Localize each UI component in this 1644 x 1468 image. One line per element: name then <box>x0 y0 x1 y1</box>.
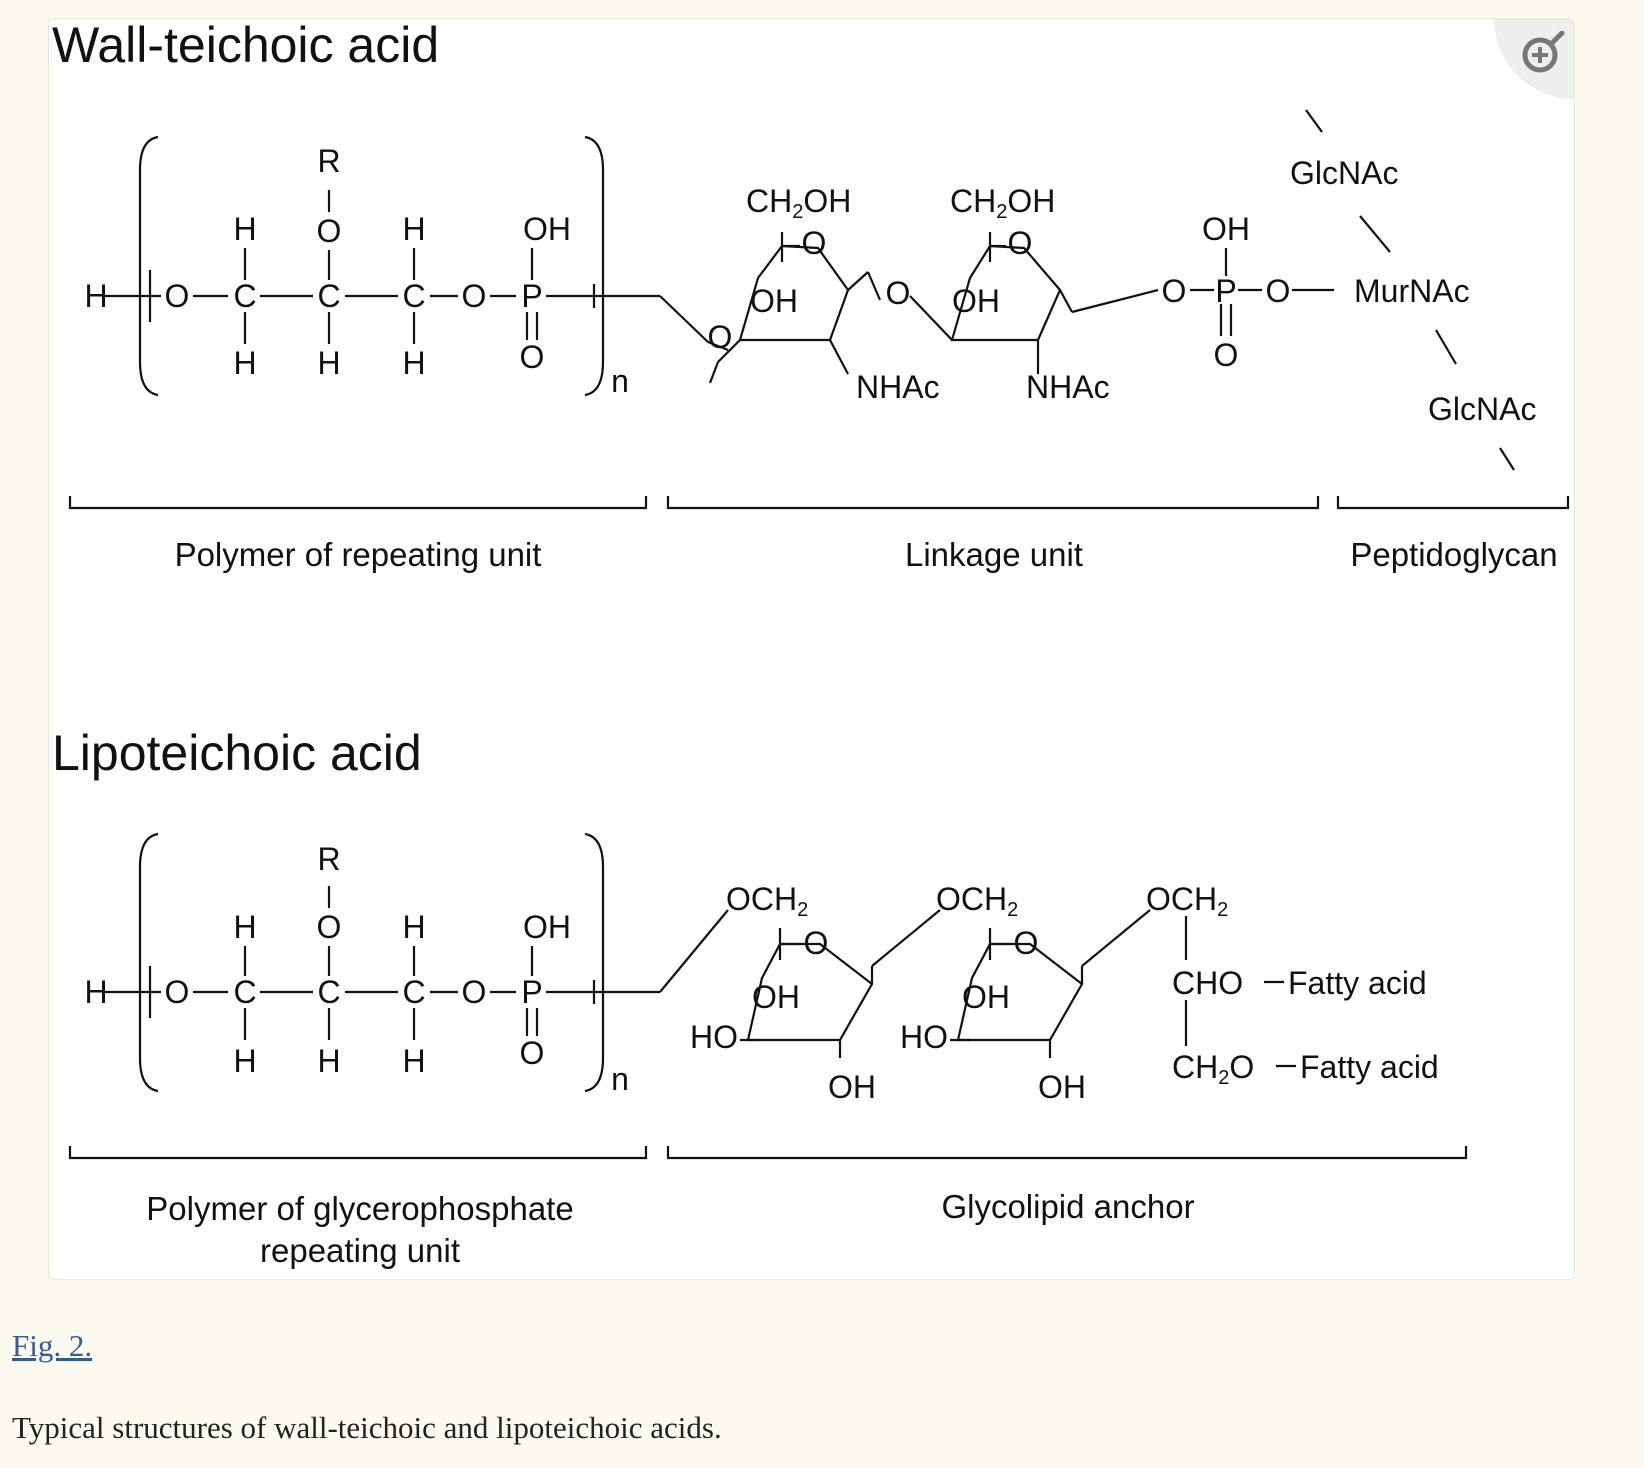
wta-ring1-o: O <box>802 225 827 261</box>
wta-bridge-o: O <box>886 275 911 311</box>
zoom-in-icon <box>1522 31 1565 73</box>
wta-glyco-o: O <box>708 319 733 355</box>
figure-image <box>48 18 1575 1280</box>
wta-section-linkage: Linkage unit <box>905 536 1083 573</box>
lta-c1: C <box>233 974 256 1010</box>
wta-section-polymer: Polymer of repeating unit <box>175 536 542 573</box>
lta-section-labels: Polymer of glycerophosphate repeating un… <box>146 1188 1194 1269</box>
wta-o-dbl: O <box>520 339 545 375</box>
wta-c2: C <box>317 278 340 314</box>
lta-o1: O <box>165 974 190 1010</box>
lta-fatty-acid-1: Fatty acid <box>1288 965 1427 1001</box>
wta-section-peptidoglycan: Peptidoglycan <box>1350 536 1557 573</box>
lta-ring2-ho: HO <box>900 1019 948 1055</box>
wta-o2: O <box>462 278 487 314</box>
lta-ch2o: CH2O <box>1172 1049 1254 1089</box>
wta-h2-bot: H <box>317 345 340 381</box>
lta-p: P <box>521 974 542 1010</box>
wta-phos-p: P <box>1215 273 1236 309</box>
lta-h3-top: H <box>402 909 425 945</box>
wta-r: R <box>317 143 340 179</box>
wta-c1: C <box>233 278 256 314</box>
lta-section-polymer-line2: repeating unit <box>260 1232 460 1269</box>
lta-section-polymer: Polymer of glycerophosphate <box>146 1190 573 1227</box>
wta-phos-o1: O <box>1162 273 1187 309</box>
lta-h2-bot: H <box>317 1043 340 1079</box>
lta-c2: C <box>317 974 340 1010</box>
wta-title: Wall-teichoic acid <box>52 17 439 73</box>
wta-glcnac-1: GlcNAc <box>1290 155 1398 191</box>
wta-p: P <box>521 278 542 314</box>
lta-ring2-oh-bot: OH <box>1038 1069 1086 1105</box>
wta-h-start: H <box>84 278 107 314</box>
lta-o-dbl: O <box>520 1035 545 1071</box>
lta-och2-2: OCH2 <box>936 881 1018 921</box>
wta-h1-top: H <box>233 211 256 247</box>
lta-och2-1: OCH2 <box>726 881 808 921</box>
wta-ring2-o: O <box>1008 225 1033 261</box>
wta-phos-o-dbl: O <box>1214 337 1239 373</box>
wta-nhac-1: NHAc <box>856 369 940 405</box>
lta-o-side: O <box>317 909 342 945</box>
wta-phos-oh: OH <box>1202 211 1250 247</box>
lta-h-start: H <box>84 974 107 1010</box>
lta-ring2-oh: OH <box>962 979 1010 1015</box>
lta-o2: O <box>462 974 487 1010</box>
wta-ch2oh-2: CH2OH <box>950 183 1055 223</box>
wta-c3: C <box>402 278 425 314</box>
lta-n: n <box>611 1061 629 1097</box>
lta-r: R <box>317 841 340 877</box>
lta-ring1-oh: OH <box>752 979 800 1015</box>
lta-cho: CHO <box>1172 965 1243 1001</box>
wta-ch2oh-1: CH2OH <box>746 183 851 223</box>
figure-link[interactable]: Fig. 2. <box>12 1328 93 1363</box>
wta-n: n <box>611 363 629 399</box>
lta-c3: C <box>402 974 425 1010</box>
wta-phos-o2: O <box>1266 273 1291 309</box>
lta-group-labels: OCH2 OCH2 OCH2 CHO Fatty acid CH2O Fatty… <box>726 881 1439 1089</box>
wta-o1: O <box>165 278 190 314</box>
lta-och2-3: OCH2 <box>1146 881 1228 921</box>
wta-h1-bot: H <box>233 345 256 381</box>
wta-section-labels: Polymer of repeating unit Linkage unit P… <box>175 536 1558 573</box>
wta-glcnac-2: GlcNAc <box>1428 391 1536 427</box>
lta-atom-labels: R O H H OH H O C C C O P H H H O n O OH … <box>84 841 1086 1105</box>
lta-title: Lipoteichoic acid <box>52 725 422 781</box>
lta-ring1-oh-bot: OH <box>828 1069 876 1105</box>
lta-h1-bot: H <box>233 1043 256 1079</box>
wta-group-labels: CH2OH CH2OH NHAc NHAc GlcNAc MurNAc GlcN… <box>746 155 1536 427</box>
wta-ring2-oh: OH <box>952 283 1000 319</box>
wta-oh-p: OH <box>523 211 571 247</box>
wta-h3-top: H <box>402 211 425 247</box>
chemical-structures: Wall-teichoic acid Lipoteichoic acid R O… <box>52 17 1570 1269</box>
wta-atom-labels: R O H H OH H O C C C O P H H H O n O O O… <box>84 143 1290 399</box>
wta-h3-bot: H <box>402 345 425 381</box>
wta-ring1-oh: OH <box>750 283 798 319</box>
lta-ring2-o: O <box>1014 925 1039 961</box>
wta-murnac: MurNAc <box>1354 273 1470 309</box>
lta-oh-p: OH <box>523 909 571 945</box>
figure-caption: Typical structures of wall-teichoic and … <box>12 1410 722 1445</box>
lta-section-glycolipid: Glycolipid anchor <box>941 1188 1194 1225</box>
wta-o-side: O <box>317 213 342 249</box>
lta-fatty-acid-2: Fatty acid <box>1300 1049 1439 1085</box>
lta-ring1-ho: HO <box>690 1019 738 1055</box>
lta-h1-top: H <box>233 909 256 945</box>
wta-nhac-2: NHAc <box>1026 369 1110 405</box>
lta-h3-bot: H <box>402 1043 425 1079</box>
lta-ring1-o: O <box>804 925 829 961</box>
